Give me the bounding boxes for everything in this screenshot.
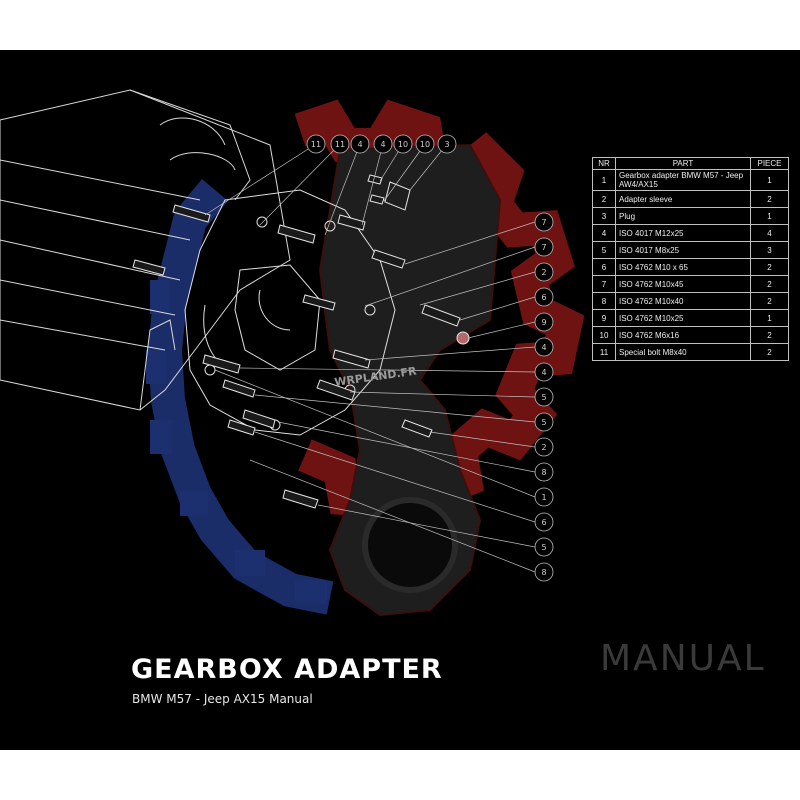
page-subtitle: BMW M57 - Jeep AX15 Manual <box>132 692 313 706</box>
plug-9 <box>456 331 470 345</box>
callout-right-label: 5 <box>541 543 546 552</box>
cell-piece: 2 <box>750 343 789 361</box>
cell-piece: 2 <box>750 275 789 293</box>
cell-nr: 3 <box>592 207 616 225</box>
callout-right-label: 5 <box>541 393 546 402</box>
cell-nr: 7 <box>592 275 616 293</box>
cell-nr: 6 <box>592 258 616 276</box>
cell-nr: 10 <box>592 326 616 344</box>
callout-right-label: 4 <box>541 368 546 377</box>
callouts-top <box>306 134 457 154</box>
cell-part: ISO 4017 M12x25 <box>615 224 751 242</box>
page-title: GEARBOX ADAPTER <box>131 654 443 685</box>
cell-part: ISO 4762 M10x45 <box>615 275 751 293</box>
callout-top-label: 4 <box>357 140 362 149</box>
callout-top-7 <box>437 134 457 154</box>
column-header-nr: NR <box>592 157 616 170</box>
callout-right-label: 7 <box>541 243 546 252</box>
callout-right-label: 9 <box>541 318 546 327</box>
callout-top-6 <box>415 134 435 154</box>
cell-part: ISO 4017 M8x25 <box>615 241 751 259</box>
cell-piece: 1 <box>750 169 789 191</box>
table-header-row: NR PART PIECE <box>592 157 789 170</box>
cell-part: Plug <box>615 207 751 225</box>
cell-part: Adapter sleeve <box>615 190 751 208</box>
callout-top-label: 10 <box>398 140 408 149</box>
callout-right-label: 7 <box>541 218 546 227</box>
cell-nr: 11 <box>592 343 616 361</box>
callout-top-label: 4 <box>380 140 385 149</box>
cell-part: ISO 4762 M10x40 <box>615 292 751 310</box>
cell-piece: 1 <box>750 207 789 225</box>
cell-piece: 2 <box>750 292 789 310</box>
callout-top-label: 10 <box>420 140 430 149</box>
cell-piece: 2 <box>750 258 789 276</box>
cell-nr: 4 <box>592 224 616 242</box>
callout-top-2 <box>330 134 350 154</box>
cell-part: ISO 4762 M10 x 65 <box>615 258 751 276</box>
engine-block <box>0 89 291 411</box>
column-header-part: PART <box>615 157 751 170</box>
callout-right-label: 5 <box>541 418 546 427</box>
callout-right-label: 8 <box>541 568 546 577</box>
callouts-right <box>534 212 554 582</box>
piston-logo <box>318 143 502 617</box>
cell-nr: 8 <box>592 292 616 310</box>
cell-part: ISO 4762 M6x16 <box>615 326 751 344</box>
callout-right-label: 8 <box>541 468 546 477</box>
cell-nr: 2 <box>592 190 616 208</box>
cell-piece: 2 <box>750 190 789 208</box>
cell-nr: 1 <box>592 169 616 191</box>
bolts <box>132 174 461 509</box>
callout-top-1 <box>306 134 326 154</box>
cell-part: Gearbox adapter BMW M57 - Jeep AW4/AX15 <box>615 169 751 191</box>
cell-piece: 3 <box>750 241 789 259</box>
callout-top-label: 11 <box>335 140 345 149</box>
callout-right-label: 4 <box>541 343 546 352</box>
callout-top-5 <box>393 134 413 154</box>
callout-right-label: 2 <box>541 268 546 277</box>
manual-watermark: MANUAL <box>600 638 766 679</box>
poster: 11 11 4 4 10 10 3 7 7 2 6 9 4 4 5 5 2 <box>0 50 800 750</box>
callout-top-label: 3 <box>444 140 449 149</box>
cell-nr: 5 <box>592 241 616 259</box>
column-header-piece: PIECE <box>750 157 789 170</box>
callout-top-3 <box>350 134 370 154</box>
cell-part: ISO 4762 M10x25 <box>615 309 751 327</box>
callout-top-label: 11 <box>311 140 321 149</box>
cell-part: Special bolt M8x40 <box>615 343 751 361</box>
cell-piece: 4 <box>750 224 789 242</box>
leader-lines <box>204 143 536 573</box>
gear-teeth-blue <box>146 280 327 604</box>
callout-right-label: 6 <box>541 293 546 302</box>
callout-right-label: 2 <box>541 443 546 452</box>
callout-right-label: 6 <box>541 518 546 527</box>
callout-top-4 <box>373 134 393 154</box>
cell-nr: 9 <box>592 309 616 327</box>
cell-piece: 1 <box>750 309 789 327</box>
callout-right-label: 1 <box>541 493 546 502</box>
exploded-diagram: 11 11 4 4 10 10 3 7 7 2 6 9 4 4 5 5 2 <box>0 89 585 617</box>
cell-piece: 2 <box>750 326 789 344</box>
